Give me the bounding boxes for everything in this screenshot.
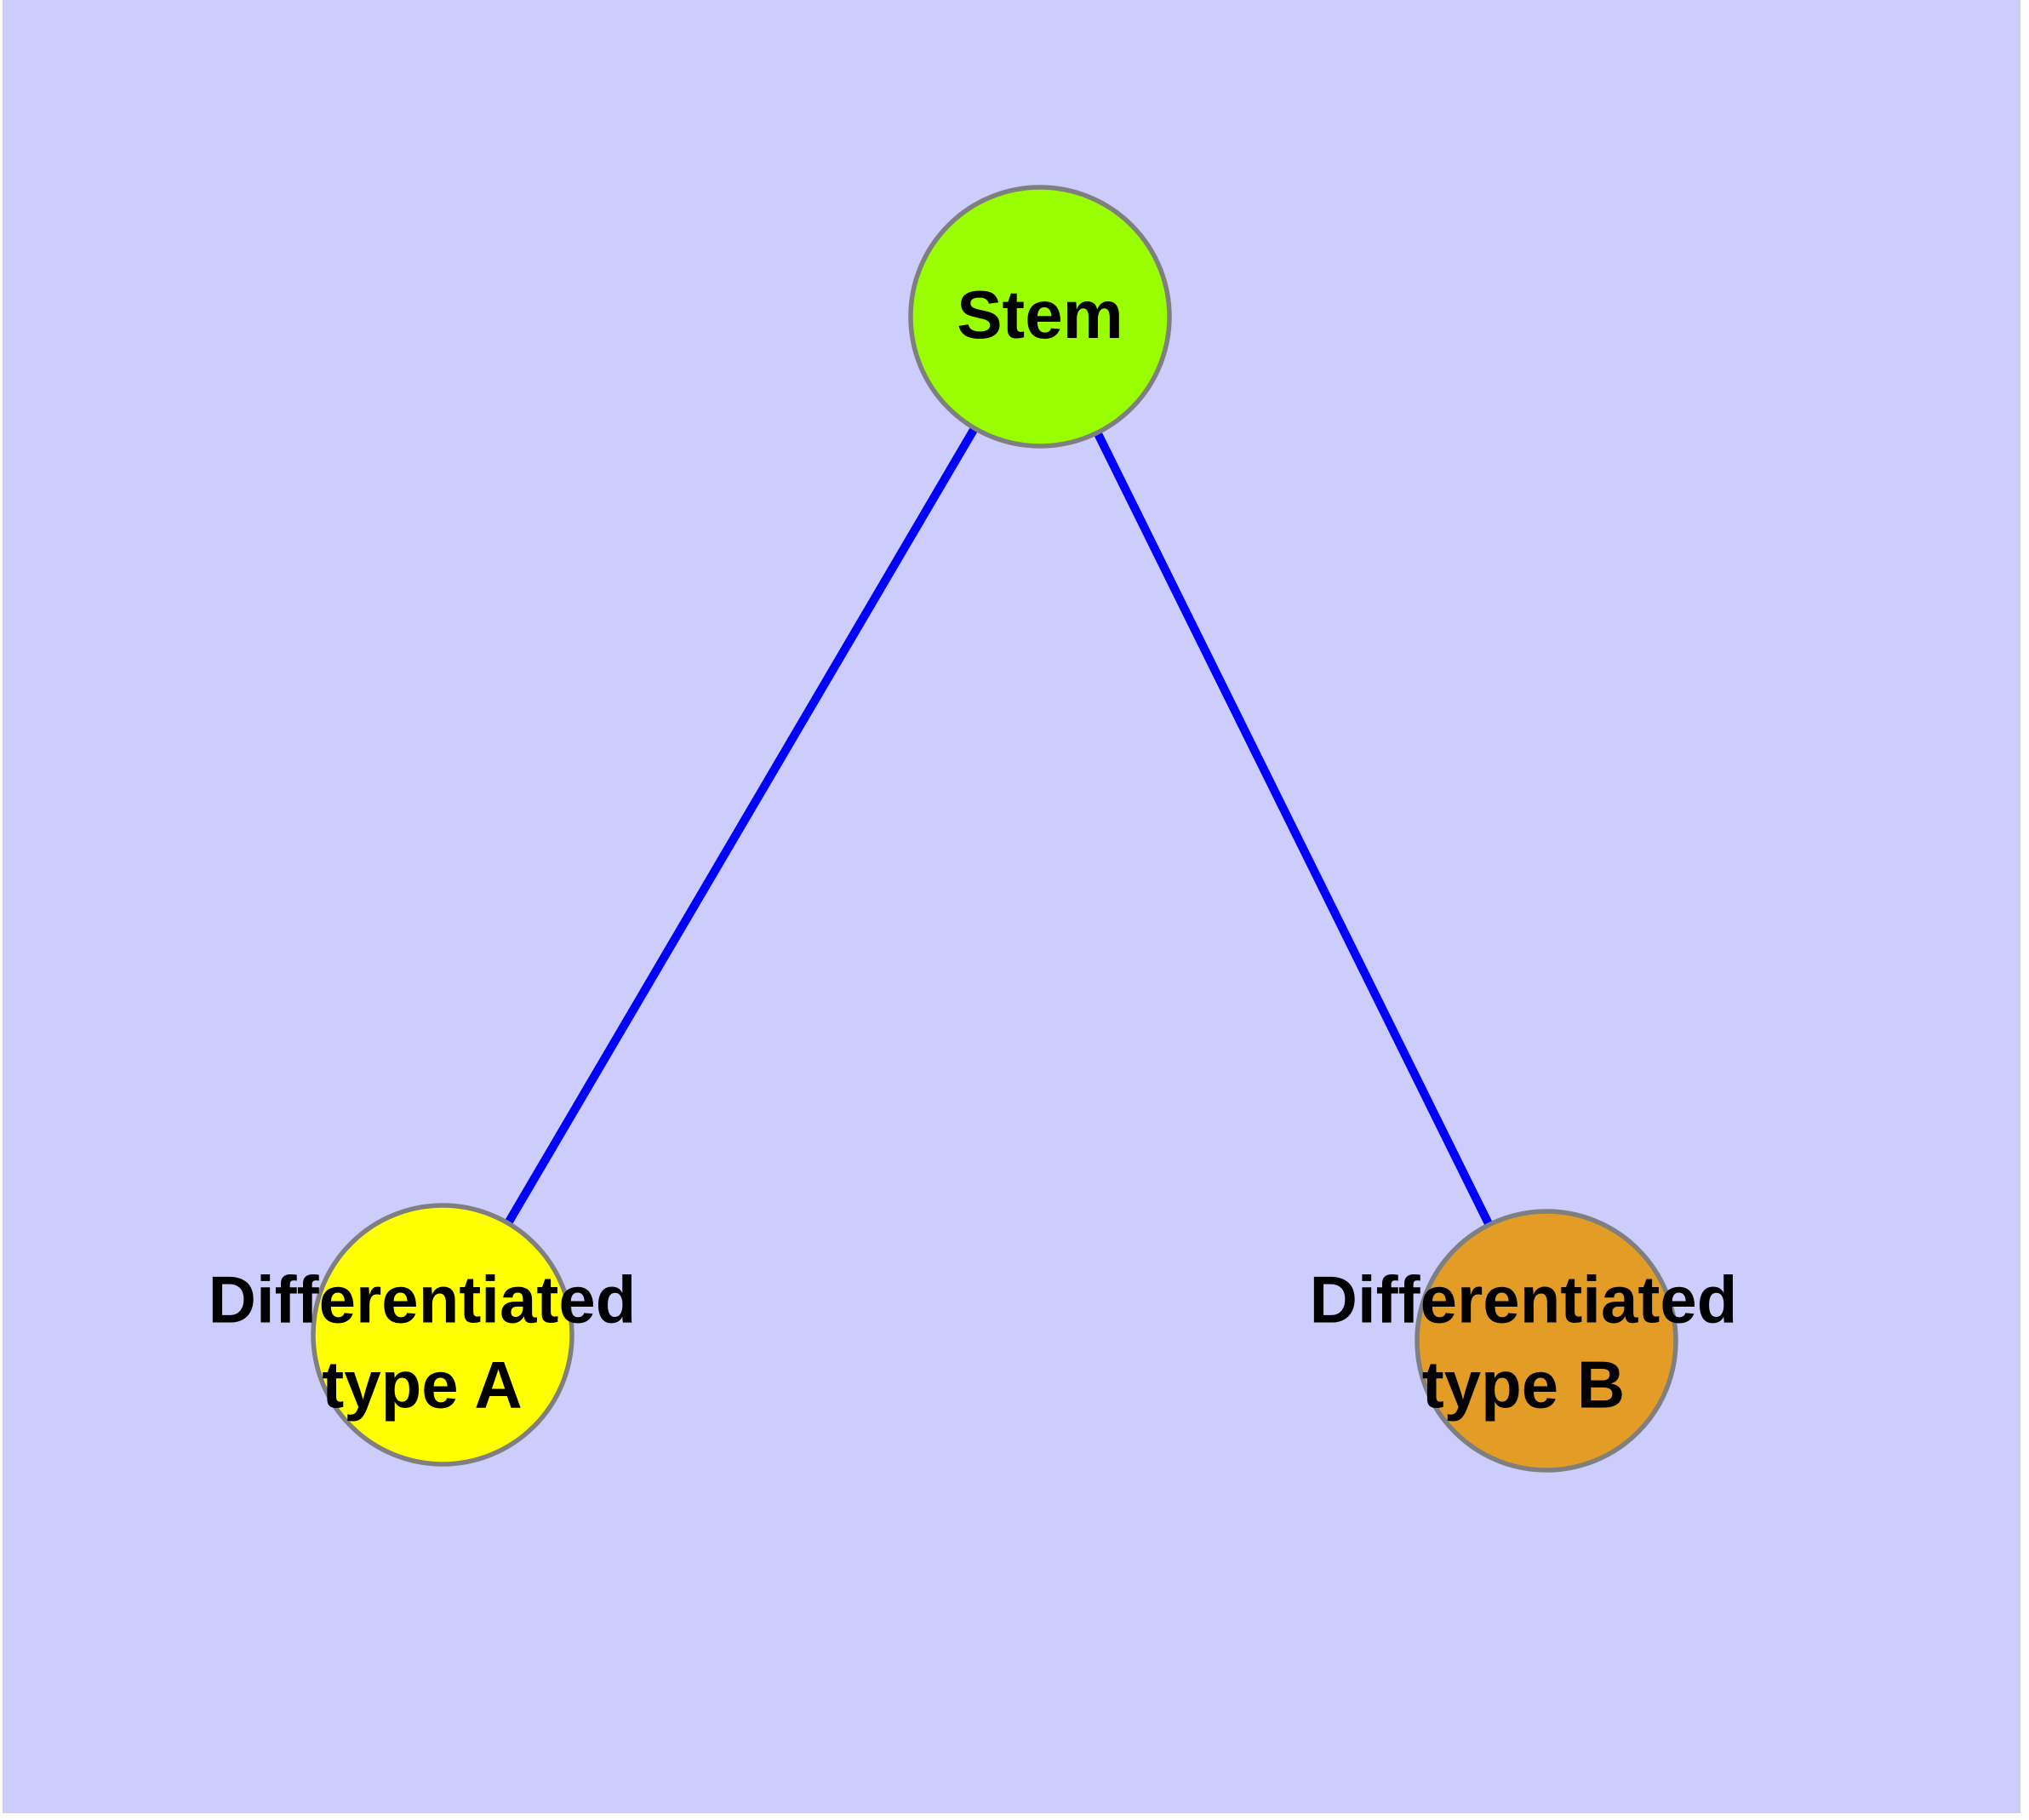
- circle-node-icon-stem[interactable]: [908, 185, 1172, 449]
- node-stem[interactable]: [908, 185, 1172, 449]
- circle-node-icon-diff-b[interactable]: [1415, 1209, 1678, 1473]
- edge-stem-to-differentiated-type-a[interactable]: [438, 314, 1044, 1337]
- label-layer: Stem Differentiated type A Differentiate…: [209, 277, 1738, 1422]
- node-label-stem: Stem: [957, 277, 1123, 352]
- edge-stem-to-differentiated-type-b[interactable]: [1036, 314, 1551, 1343]
- node-layer: [311, 185, 1678, 1473]
- node-label-differentiated-type-a-line1: Differentiated: [209, 1262, 637, 1337]
- node-label-differentiated-type-a-line2: type A: [322, 1348, 523, 1422]
- circle-node-icon-diff-a[interactable]: [311, 1203, 574, 1467]
- node-differentiated-type-b[interactable]: [1415, 1209, 1678, 1473]
- node-label-differentiated-type-b-line1: Differentiated: [1310, 1262, 1738, 1337]
- node-label-differentiated-type-b-line2: type B: [1422, 1348, 1625, 1422]
- node-differentiated-type-a[interactable]: [311, 1203, 574, 1467]
- edge-layer: [438, 314, 1551, 1343]
